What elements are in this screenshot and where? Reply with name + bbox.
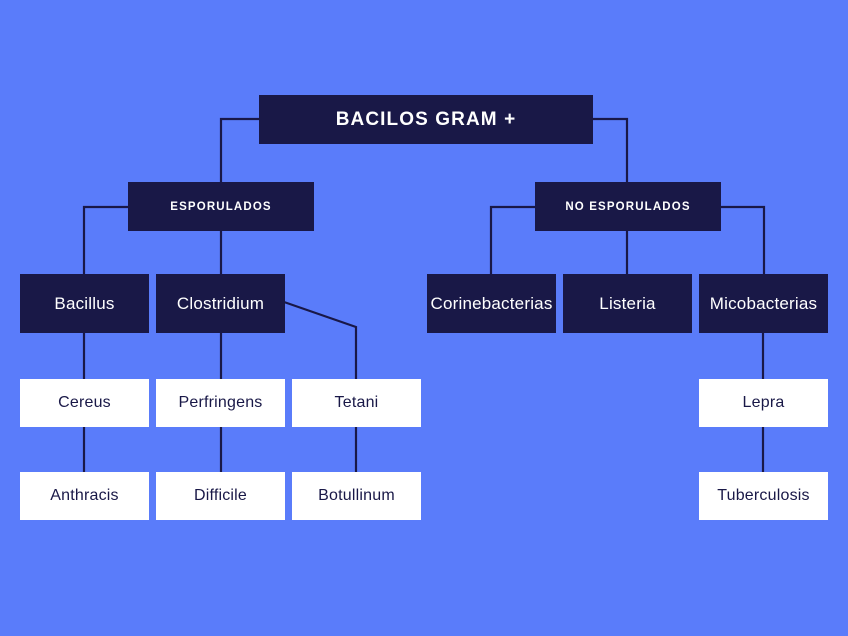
node-esporulados[interactable]: ESPORULADOS [128, 182, 314, 231]
node-label: Bacillus [54, 293, 115, 313]
node-micobacterias[interactable]: Micobacterias [699, 274, 828, 333]
wire-root-to-no-esporulados [590, 117, 629, 184]
wire-no-esporulados-to-corinebacterias [489, 205, 537, 276]
node-label: Difficile [193, 487, 248, 504]
wire-clostridium-to-tetani [282, 300, 358, 381]
node-label: Cereus [58, 394, 111, 411]
wire-root-to-esporulados [219, 117, 261, 184]
node-tuberculosis[interactable]: Tuberculosis [699, 472, 828, 520]
node-label: Botullinum [318, 487, 395, 504]
node-label: NO ESPORULADOS [565, 200, 691, 213]
node-lepra[interactable]: Lepra [699, 379, 828, 427]
node-label: Listeria [599, 293, 656, 313]
node-label: Anthracis [50, 487, 119, 504]
node-clostridium[interactable]: Clostridium [156, 274, 285, 333]
node-perfringens[interactable]: Perfringens [156, 379, 285, 427]
node-listeria[interactable]: Listeria [563, 274, 692, 333]
node-label: Perfringens [178, 394, 263, 411]
node-label: Tuberculosis [717, 487, 810, 504]
node-label: Corinebacterias [430, 293, 553, 313]
node-label: ESPORULADOS [170, 200, 272, 213]
node-bacillus[interactable]: Bacillus [20, 274, 149, 333]
node-bacilos-gram-plus[interactable]: BACILOS GRAM + [259, 95, 593, 144]
node-label: Tetani [334, 394, 379, 411]
node-label: BACILOS GRAM + [335, 108, 517, 130]
node-difficile[interactable]: Difficile [156, 472, 285, 520]
node-corinebacterias[interactable]: Corinebacterias [427, 274, 556, 333]
node-no-esporulados[interactable]: NO ESPORULADOS [535, 182, 721, 231]
node-label: Clostridium [176, 293, 265, 313]
node-botullinum[interactable]: Botullinum [292, 472, 421, 520]
node-label: Lepra [742, 394, 785, 411]
wire-no-esporulados-to-micobacterias [718, 205, 766, 276]
wire-esporulados-to-bacillus [82, 205, 130, 276]
node-label: Micobacterias [709, 293, 818, 313]
node-cereus[interactable]: Cereus [20, 379, 149, 427]
node-anthracis[interactable]: Anthracis [20, 472, 149, 520]
node-tetani[interactable]: Tetani [292, 379, 421, 427]
